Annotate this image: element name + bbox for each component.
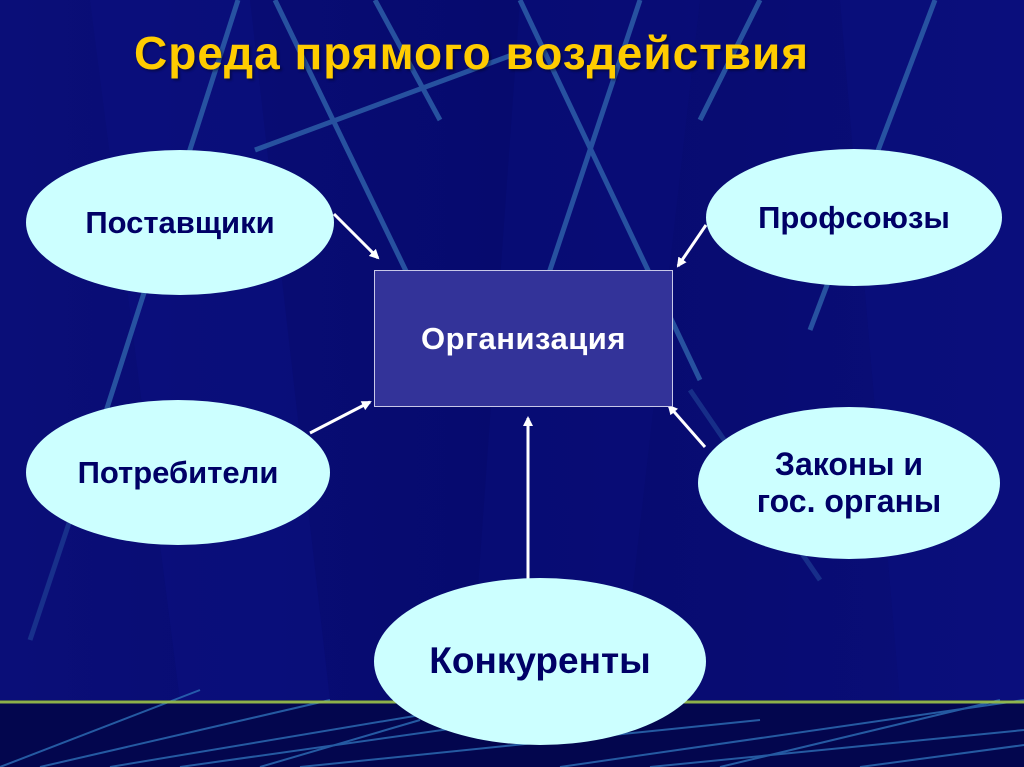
slide-title: Среда прямого воздействия — [134, 27, 810, 79]
node-consumers-label: Потребители — [77, 454, 279, 490]
node-unions: Профсоюзы — [706, 149, 1002, 286]
organization-label: Организация — [421, 320, 626, 356]
node-competitors: Конкуренты — [374, 578, 706, 745]
node-suppliers: Поставщики — [26, 150, 334, 295]
node-suppliers-label: Поставщики — [85, 204, 275, 240]
node-unions-label: Профсоюзы — [758, 199, 950, 235]
node-laws-line1: Законы и — [774, 446, 924, 483]
node-consumers: Потребители — [26, 400, 330, 545]
node-competitors-label: Конкуренты — [429, 640, 651, 682]
node-laws: Законы и гос. органы — [698, 407, 1000, 559]
organization-box: Организация — [374, 270, 673, 407]
node-laws-line2: гос. органы — [756, 483, 942, 519]
